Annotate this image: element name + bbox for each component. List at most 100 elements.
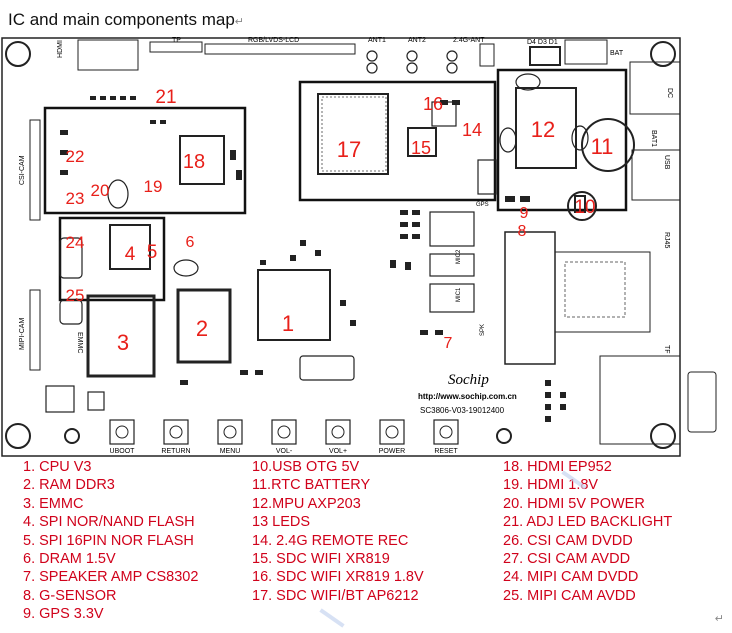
legend-item: 8. G-SENSOR <box>23 587 117 604</box>
callout-25: 25 <box>66 286 85 305</box>
legend-item: 3. EMMC <box>23 495 84 512</box>
hdmi-connector <box>77 39 139 71</box>
callout-15: 15 <box>411 138 431 158</box>
tf-label: TF <box>663 345 670 354</box>
dc-label: DC <box>666 88 673 98</box>
gps-label: GPS <box>476 202 489 208</box>
audio-header <box>504 231 556 365</box>
ram-chip <box>176 288 232 364</box>
watermark-mark <box>319 608 345 628</box>
board-button-vol-[interactable]: VOL+ <box>325 419 351 455</box>
legend-item: 9. GPS 3.3V <box>23 606 104 623</box>
spi-flash-chip <box>109 224 151 270</box>
mic1-label: MIC1 <box>456 287 462 302</box>
legend-item: 7. SPEAKER AMP CS8302 <box>23 569 199 586</box>
rtc-battery <box>581 118 635 172</box>
mounting-holes <box>5 41 676 449</box>
legend-item: 14. 2.4G REMOTE REC <box>252 532 409 549</box>
legend-item: 2. RAM DDR3 <box>23 477 115 494</box>
callout-1: 1 <box>282 311 294 336</box>
hdmi-chip <box>179 135 225 185</box>
svg-text:UBOOT: UBOOT <box>110 448 136 455</box>
page-title: IC and main components map↵ <box>8 10 245 29</box>
legend-column-3: 18. HDMI EP952 19. HDMI 1.8V 20. HDMI 5V… <box>503 458 672 605</box>
board-button-menu[interactable]: MENU <box>217 419 243 455</box>
callout-4: 4 <box>125 244 136 265</box>
callout-10: 10 <box>574 197 595 218</box>
callout-23: 23 <box>66 189 85 208</box>
callout-7: 7 <box>444 335 453 352</box>
callout-18: 18 <box>183 151 205 173</box>
emmc-label: EMMC <box>76 332 83 353</box>
paragraph-mark: ↵ <box>234 16 245 28</box>
tp-connector <box>149 41 203 53</box>
callout-5: 5 <box>147 242 158 263</box>
legend-item: 12.MPU AXP203 <box>252 495 361 512</box>
callout-20: 20 <box>91 181 110 200</box>
tp-label: TP <box>172 37 181 44</box>
legend-item: 1. CPU V3 <box>23 459 92 475</box>
module-boxes <box>43 68 628 302</box>
bat-connector <box>564 39 608 65</box>
svg-text:VOL-: VOL- <box>276 448 293 455</box>
mic2-label: MIC2 <box>456 249 462 264</box>
bat-label: BAT <box>610 50 624 57</box>
lcd-label: RGB/LVDS-LCD <box>248 37 299 44</box>
csi-cam-connector <box>29 119 41 221</box>
svg-text:MENU: MENU <box>220 448 241 455</box>
callout-11: 11 <box>591 134 614 159</box>
callout-14: 14 <box>462 120 482 140</box>
legend-item: 10.USB OTG 5V <box>252 459 360 475</box>
svg-text:POWER: POWER <box>379 448 405 455</box>
legend-column-2: 10.USB OTG 5V 11.RTC BATTERY 12.MPU AXP2… <box>252 458 424 605</box>
legend-item: 27. CSI CAM AVDD <box>503 551 631 568</box>
legend-item: 18. HDMI EP952 <box>503 459 612 475</box>
legend-item: 24. MIPI CAM DVDD <box>503 569 639 586</box>
emmc-chip <box>86 294 156 378</box>
callout-17: 17 <box>337 137 361 162</box>
legend-item: 26. CSI CAM DVDD <box>503 532 633 549</box>
legend-item: 5. SPI 16PIN NOR FLASH <box>23 532 194 549</box>
callout-12: 12 <box>531 117 555 142</box>
legend-item: 4. SPI NOR/NAND FLASH <box>23 514 195 531</box>
legend-item: 19. HDMI 1.8V <box>503 477 599 494</box>
board-button-uboot[interactable]: UBOOT <box>109 419 136 455</box>
antenna-pads <box>366 50 458 74</box>
otg-coil <box>567 191 597 221</box>
ant-2g4-label: 2.4G-ANT <box>453 37 485 44</box>
callout-6: 6 <box>186 234 195 251</box>
board-button-power[interactable]: POWER <box>379 419 405 455</box>
callout-21: 21 <box>155 87 176 108</box>
legend-column-1: 1. CPU V3 2. RAM DDR3 3. EMMC 4. SPI NOR… <box>23 458 198 624</box>
board-model: SC3806-V03-19012400 <box>420 406 505 415</box>
xr819-chip <box>407 127 437 157</box>
leds-box <box>529 46 561 66</box>
csi-cam-label: CSI-CAM <box>19 155 26 185</box>
callout-24: 24 <box>66 233 85 252</box>
callout-16: 16 <box>423 94 443 114</box>
spk-label: SPK <box>480 324 486 336</box>
ant1-label: ANT1 <box>368 37 386 44</box>
button-row: UBOOT RETURN MENU VOL- VOL+ POWER RESET <box>109 419 459 455</box>
legend-item: 20. HDMI 5V POWER <box>503 495 645 512</box>
usb-label: USB <box>663 155 670 170</box>
callout-8: 8 <box>518 223 527 240</box>
rj45-label: RJ45 <box>663 232 670 248</box>
legend-item: 6. DRAM 1.5V <box>23 551 116 568</box>
lcd-connector <box>204 43 356 55</box>
svg-text:RETURN: RETURN <box>161 448 190 455</box>
hdmi-label: HDMI <box>57 40 64 58</box>
callout-22: 22 <box>66 147 85 166</box>
legend-item: 17. SDC WIFI/BT AP6212 <box>252 587 419 604</box>
board-button-return[interactable]: RETURN <box>161 419 191 455</box>
paragraph-mark-end: ↵ <box>714 613 724 625</box>
board-button-vol-[interactable]: VOL- <box>271 419 297 455</box>
callout-2: 2 <box>196 316 208 341</box>
legend-item: 15. SDC WIFI XR819 <box>252 551 390 568</box>
callout-3: 3 <box>117 330 129 355</box>
board-button-reset[interactable]: RESET <box>433 419 459 455</box>
wifi-module <box>317 93 389 175</box>
board-url: http://www.sochip.com.cn <box>418 392 517 401</box>
pcb-board-diagram: HDMI TP RGB/LVDS-LCD ANT1 ANT2 2.4G-ANT … <box>1 37 717 457</box>
usb-connector <box>631 149 681 201</box>
